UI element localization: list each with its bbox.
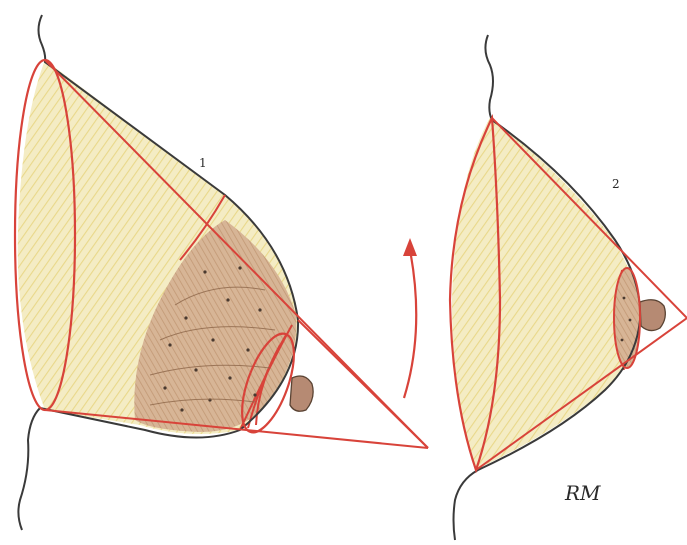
left-panel: 1: [15, 15, 428, 530]
right-panel-label: 2: [612, 177, 620, 191]
left-nipple: [290, 376, 313, 411]
artist-signature: RM: [564, 481, 601, 505]
right-nipple: [640, 300, 665, 331]
transformation-arrow: [403, 238, 417, 398]
right-cone-shading: [452, 118, 640, 470]
arrow-head: [403, 238, 417, 256]
right-panel: 2 RM: [450, 35, 687, 540]
left-panel-label: 1: [199, 156, 207, 170]
